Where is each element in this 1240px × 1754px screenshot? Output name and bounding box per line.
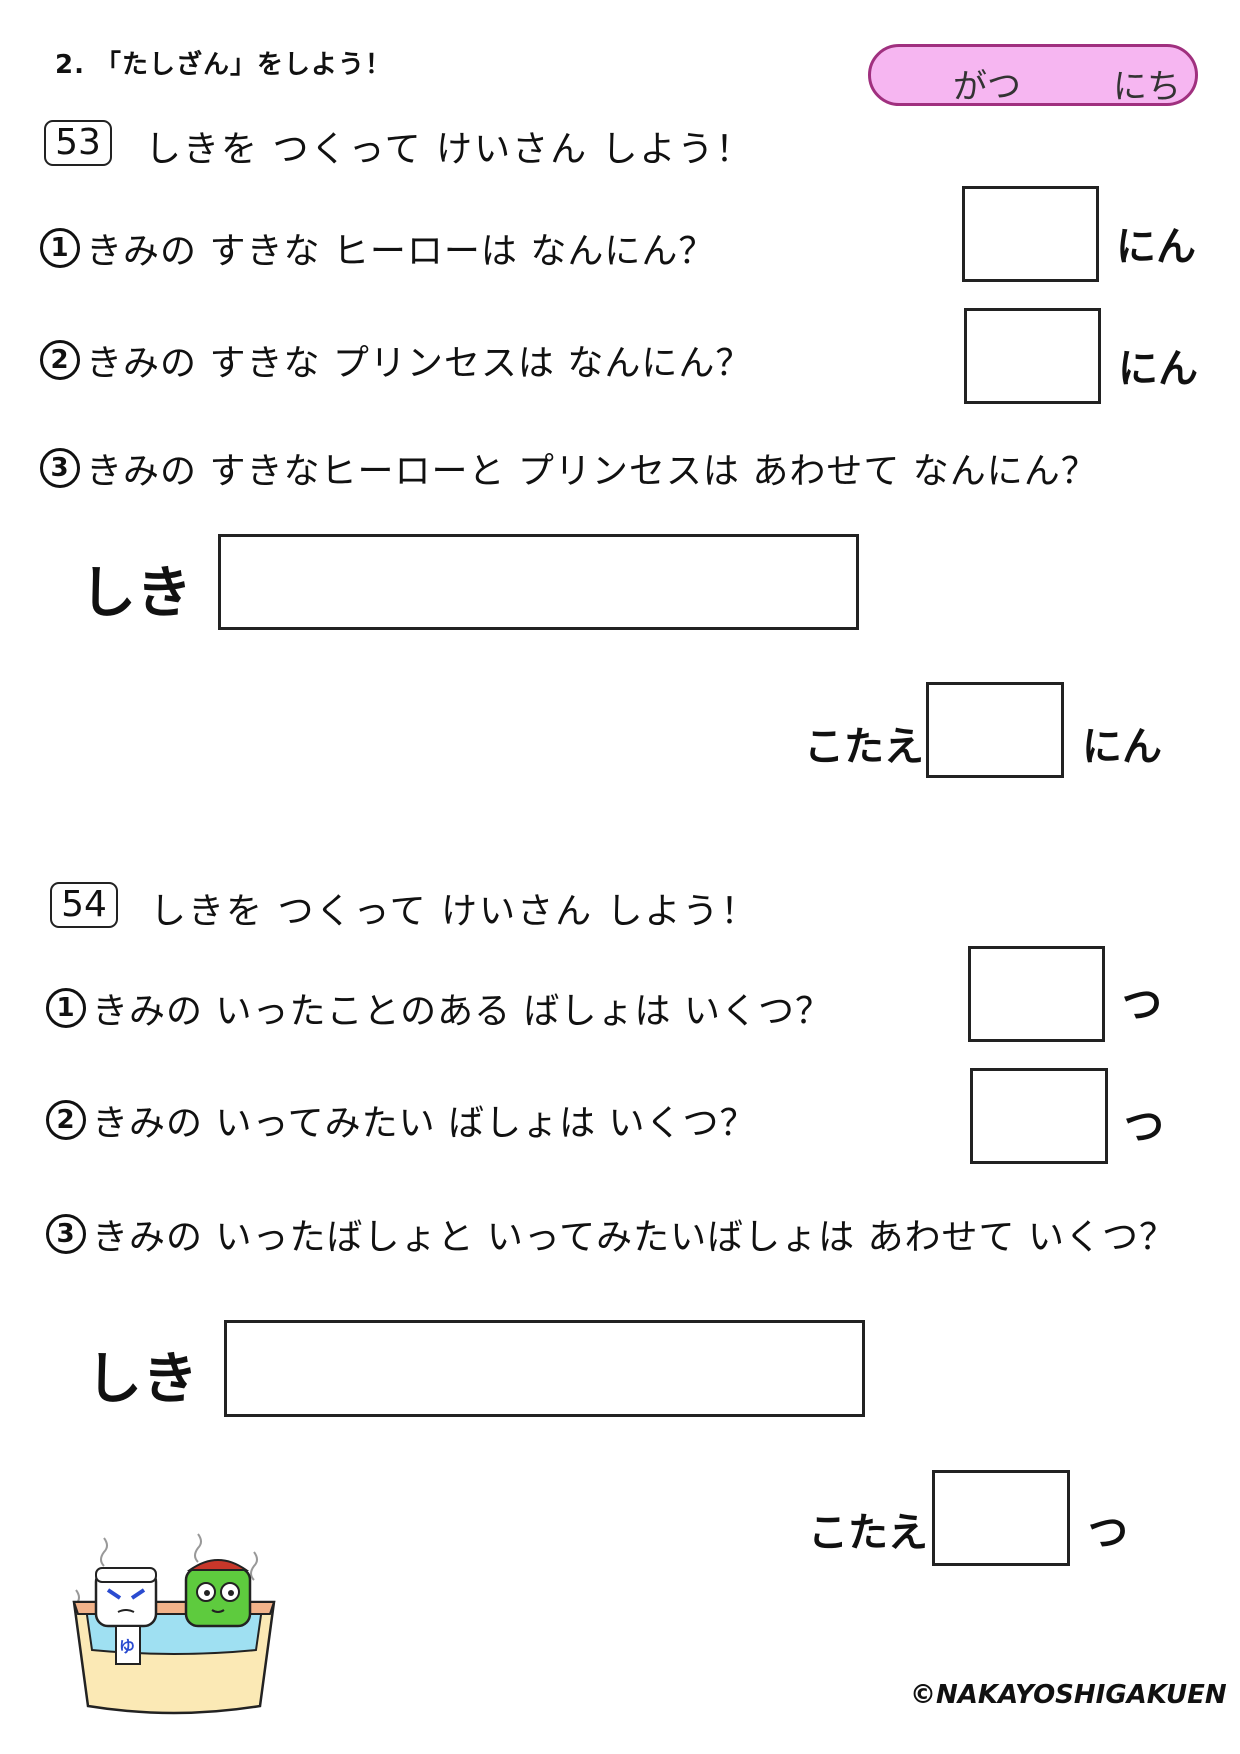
day-label: にち	[1113, 67, 1181, 107]
question-text: きみの いったことのある ばしょは いくつ？	[92, 991, 832, 1032]
answer-box[interactable]	[926, 682, 1064, 778]
shiki-label: しき	[86, 1347, 198, 1412]
question-number-badge: 3	[40, 448, 80, 488]
unit-label: つ	[1124, 1104, 1164, 1150]
question-number-badge: 1	[46, 988, 86, 1028]
answer-box[interactable]	[970, 1068, 1108, 1164]
unit-label: にん	[1082, 724, 1162, 770]
problem-number: 53	[44, 120, 112, 166]
equation-box[interactable]	[218, 534, 859, 630]
worksheet-title: 2. 「たしざん」をしよう！	[55, 50, 393, 80]
question-number-badge: 2	[46, 1100, 86, 1140]
bath-illustration-icon	[72, 1533, 276, 1715]
towel-text: ゆ	[119, 1637, 136, 1656]
problem-number: 54	[50, 882, 118, 928]
bath-illustration: ゆ	[64, 1530, 284, 1720]
answer-box[interactable]	[932, 1470, 1070, 1566]
question-text: きみの すきな プリンセスは なんにん？	[86, 343, 753, 384]
unit-label: にん	[1116, 224, 1196, 270]
answer-box[interactable]	[968, 946, 1105, 1042]
question-text: きみの すきなヒーローと プリンセスは あわせて なんにん？	[86, 451, 1098, 492]
kotae-label: こたえ	[808, 1510, 928, 1556]
question-number-badge: 2	[40, 340, 80, 380]
equation-box[interactable]	[224, 1320, 865, 1417]
question-text: きみの すきな ヒーローは なんにん？	[86, 231, 716, 272]
kotae-label: こたえ	[804, 724, 924, 770]
shiki-label: しき	[80, 561, 192, 626]
unit-label: つ	[1122, 982, 1162, 1028]
unit-label: つ	[1088, 1510, 1128, 1556]
question-text: きみの いってみたい ばしょは いくつ？	[92, 1103, 757, 1144]
problem-instruction: しきを つくって けいさん しよう！	[150, 891, 759, 932]
date-field[interactable]: がつ にち	[868, 44, 1198, 107]
question-text: きみの いったばしょと いってみたいばしょは あわせて いくつ？	[92, 1217, 1176, 1258]
copyright-text: ©NAKAYOSHIGAKUEN	[910, 1680, 1227, 1710]
unit-label: にん	[1118, 346, 1198, 392]
question-number-badge: 1	[40, 228, 80, 268]
problem-instruction: しきを つくって けいさん しよう！	[145, 129, 754, 170]
answer-box[interactable]	[964, 308, 1101, 404]
question-number-badge: 3	[46, 1214, 86, 1254]
month-label: がつ	[953, 67, 1021, 107]
answer-box[interactable]	[962, 186, 1099, 282]
